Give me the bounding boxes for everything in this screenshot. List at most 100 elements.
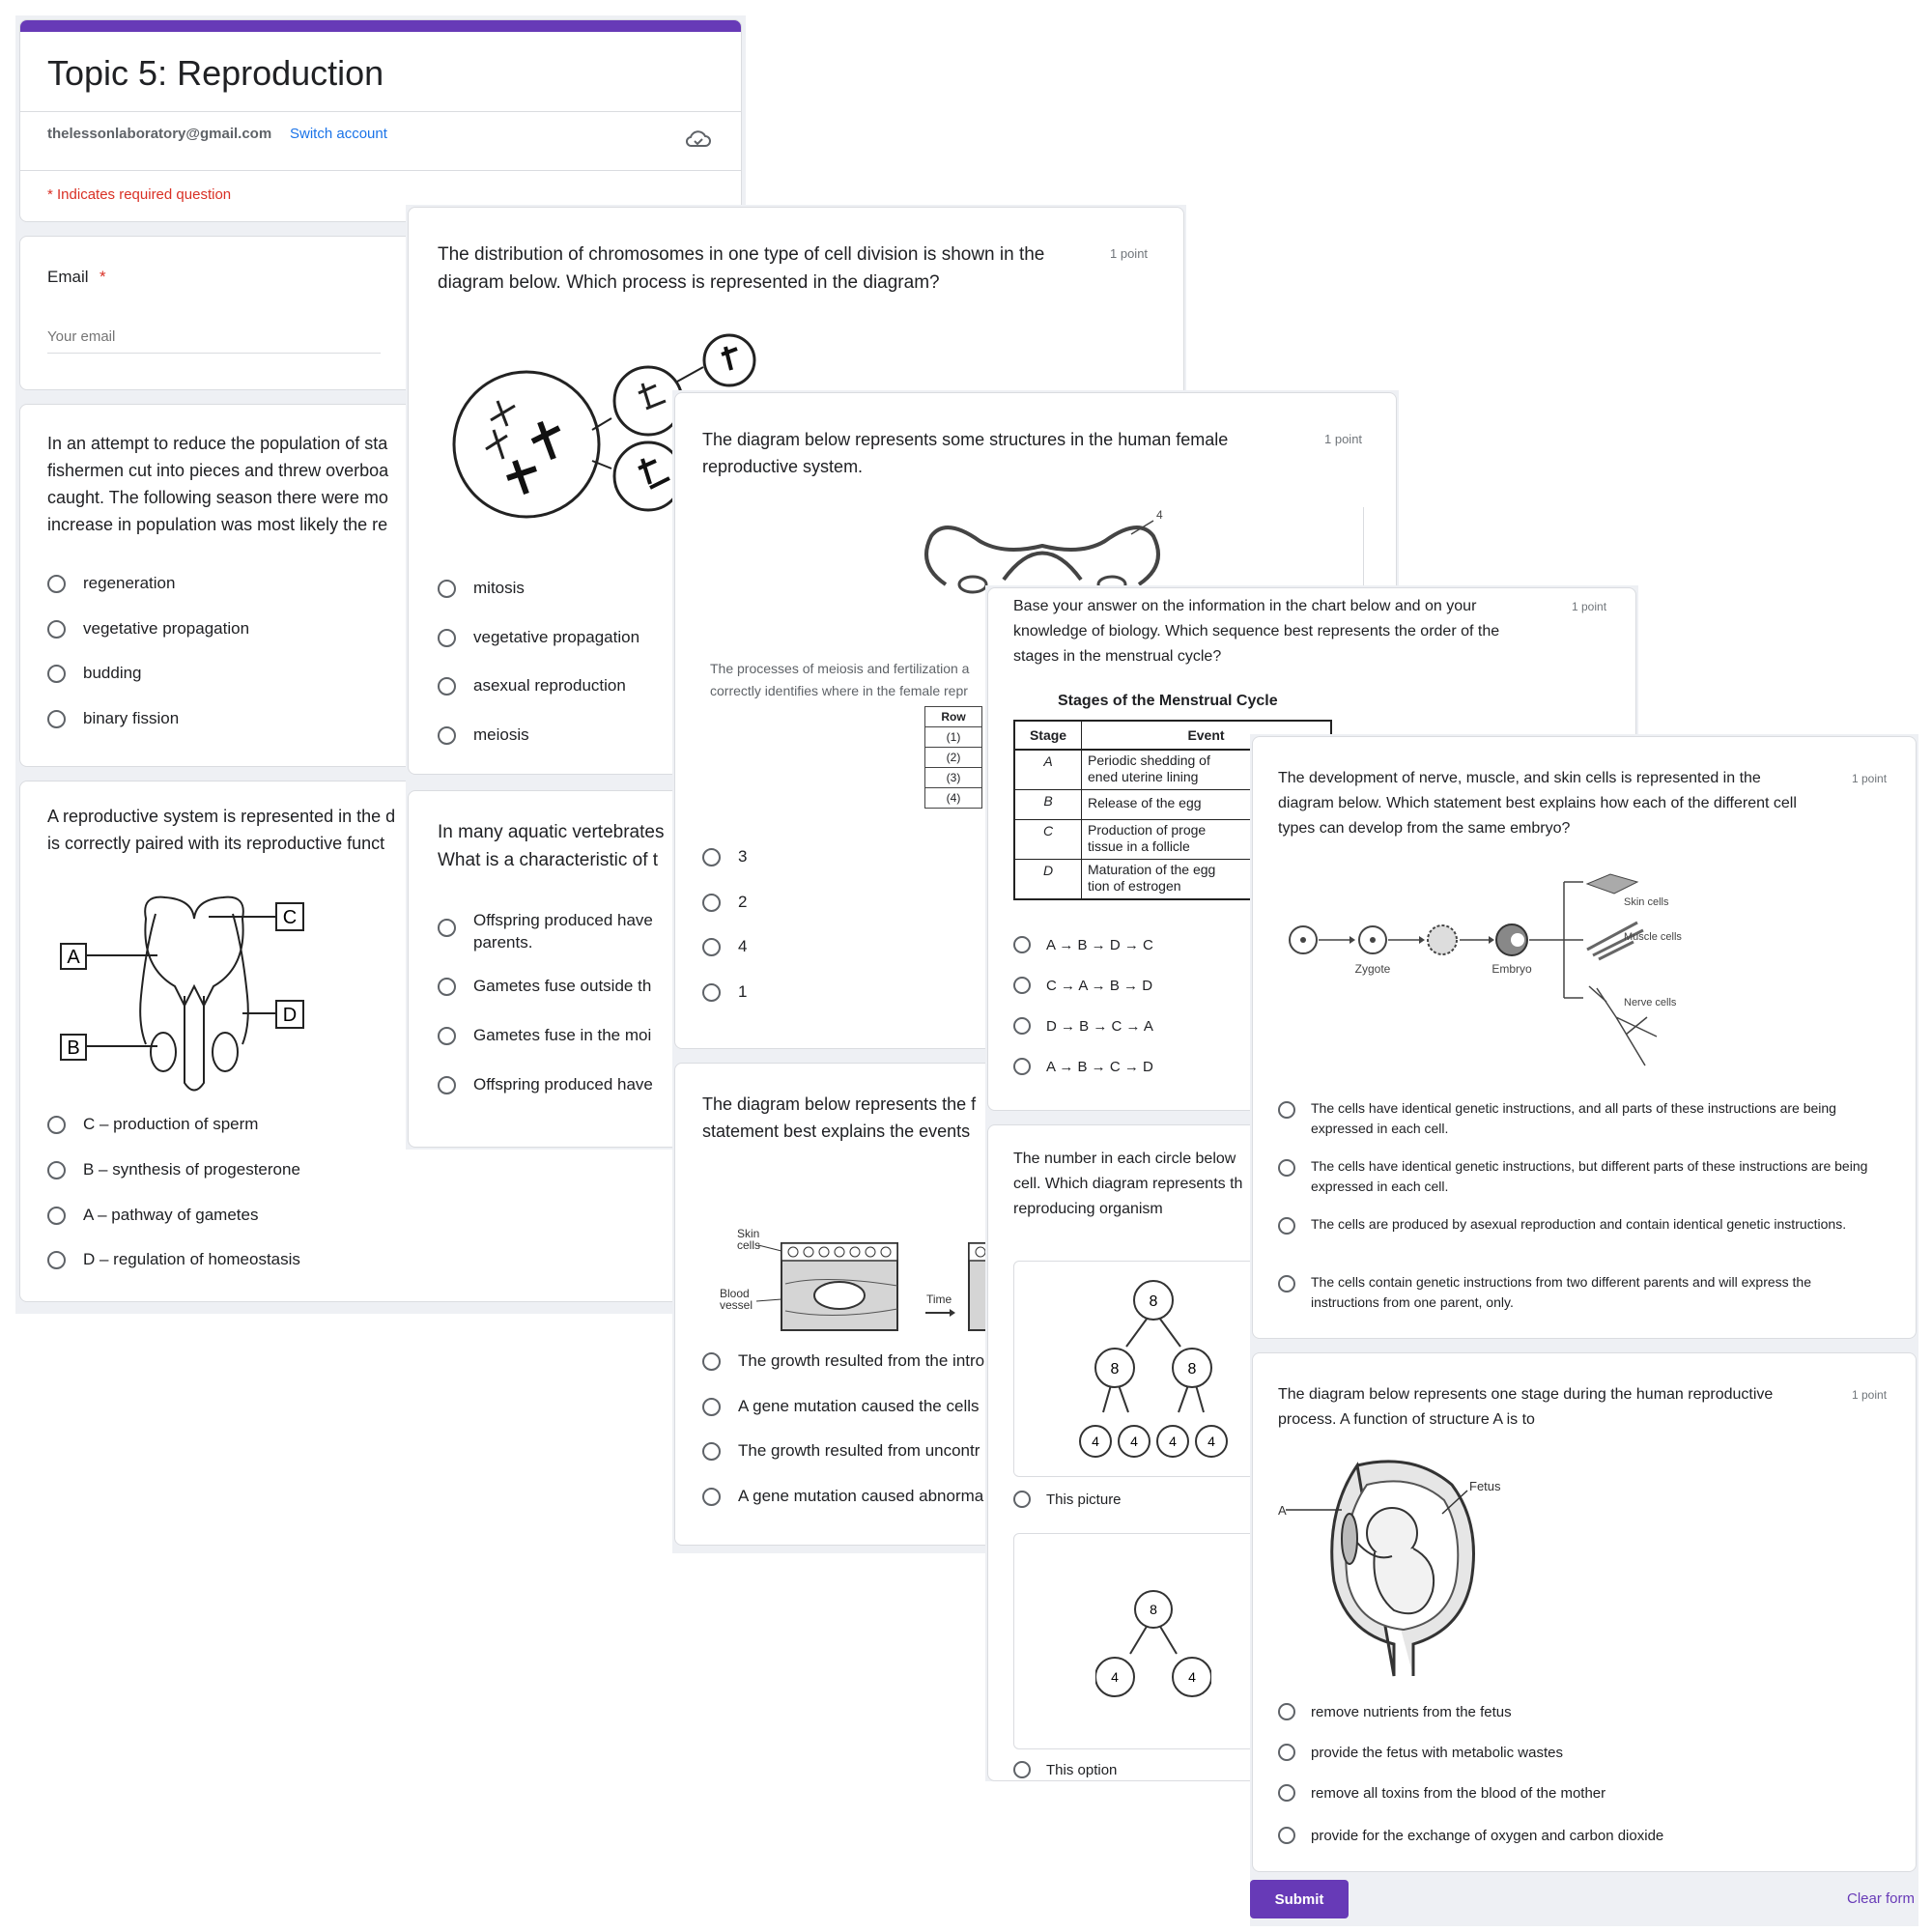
radio-button[interactable]: [47, 1206, 66, 1225]
radio-button[interactable]: [438, 1075, 456, 1094]
option-3[interactable]: 3: [702, 847, 747, 867]
option-regeneration[interactable]: regeneration: [47, 574, 175, 593]
option-budding[interactable]: budding: [47, 664, 142, 683]
radio-button[interactable]: [702, 847, 721, 867]
option-label: remove all toxins from the blood of the …: [1311, 1784, 1606, 1802]
option-label: This option: [1046, 1761, 1118, 1778]
radio-button[interactable]: [1278, 1101, 1295, 1119]
radio-button[interactable]: [1013, 1058, 1031, 1075]
option-label: remove nutrients from the fetus: [1311, 1703, 1512, 1720]
radio-button[interactable]: [1013, 936, 1031, 953]
event-cell: Production of proge tissue in a follicle: [1088, 822, 1207, 854]
option-asexual-reproduction[interactable]: asexual reproduction: [438, 676, 626, 696]
radio-button[interactable]: [47, 664, 66, 683]
label-d: D: [283, 1005, 297, 1026]
option-binary-fission[interactable]: binary fission: [47, 709, 179, 728]
option-label: Gametes fuse outside th: [473, 977, 652, 995]
tree-node: 8: [1188, 1361, 1197, 1378]
option-dbca[interactable]: D → B → C → A: [1013, 1017, 1153, 1035]
radio-button[interactable]: [438, 1026, 456, 1045]
radio-button[interactable]: [47, 1160, 66, 1179]
radio-button[interactable]: [1013, 1017, 1031, 1035]
radio-button[interactable]: [702, 1487, 721, 1506]
radio-button[interactable]: [47, 1115, 66, 1134]
option-remove-toxins[interactable]: remove all toxins from the blood of the …: [1278, 1784, 1605, 1802]
option-this-option[interactable]: This option: [1013, 1761, 1117, 1778]
email-input[interactable]: [47, 320, 381, 354]
option-gametes-fuse-moist[interactable]: Gametes fuse in the moi: [438, 1026, 651, 1045]
option-c-sperm[interactable]: C – production of sperm: [47, 1115, 258, 1134]
radio-button[interactable]: [1278, 1159, 1295, 1177]
question-text: Base your answer on the information in t…: [1013, 598, 1500, 665]
radio-button[interactable]: [1278, 1784, 1295, 1802]
radio-button[interactable]: [702, 1397, 721, 1416]
radio-button[interactable]: [1278, 1217, 1295, 1235]
radio-button[interactable]: [1278, 1827, 1295, 1844]
option-gene-mutation-abnormal[interactable]: A gene mutation caused abnorma: [702, 1487, 983, 1506]
option-remove-nutrients[interactable]: remove nutrients from the fetus: [1278, 1703, 1512, 1720]
option-meiosis[interactable]: meiosis: [438, 725, 529, 745]
radio-button[interactable]: [438, 919, 456, 937]
radio-button[interactable]: [1278, 1275, 1295, 1293]
radio-button[interactable]: [702, 937, 721, 956]
option-label: A – pathway of gametes: [83, 1206, 259, 1224]
radio-button[interactable]: [1013, 1491, 1031, 1508]
tree-node: 8: [1111, 1361, 1120, 1378]
option-gametes-fuse-outside[interactable]: Gametes fuse outside th: [438, 977, 651, 996]
radio-button[interactable]: [702, 893, 721, 912]
switch-account-link[interactable]: Switch account: [290, 126, 387, 142]
option-offspring-produced[interactable]: Offspring produced have: [438, 1075, 653, 1094]
submit-button[interactable]: Submit: [1250, 1880, 1349, 1918]
option-vegetative-propagation[interactable]: vegetative propagation: [47, 619, 249, 639]
radio-button[interactable]: [1013, 1761, 1031, 1778]
option-growth-uncontrolled[interactable]: The growth resulted from uncontr: [702, 1441, 980, 1461]
radio-button[interactable]: [438, 725, 456, 745]
col-stage: Stage: [1015, 722, 1082, 749]
option-identical-different-expressed[interactable]: The cells have identical genetic instruc…: [1278, 1156, 1877, 1197]
radio-button[interactable]: [1278, 1744, 1295, 1761]
radio-button[interactable]: [47, 574, 66, 593]
radio-button[interactable]: [438, 579, 456, 598]
option-label: B – synthesis of progesterone: [83, 1160, 300, 1179]
option-offspring-parents[interactable]: Offspring produced have parents.: [438, 909, 653, 953]
option-d-homeostasis[interactable]: D – regulation of homeostasis: [47, 1250, 300, 1269]
cloud-sync-icon[interactable]: [685, 128, 712, 151]
table-row: D Maturation of the egg tion of estrogen: [1015, 860, 1330, 898]
option-growth-intro[interactable]: The growth resulted from the intro: [702, 1351, 984, 1371]
option-identical-all-expressed[interactable]: The cells have identical genetic instruc…: [1278, 1098, 1877, 1139]
option-this-picture[interactable]: This picture: [1013, 1491, 1122, 1508]
option-mitosis[interactable]: mitosis: [438, 579, 525, 598]
radio-button[interactable]: [702, 982, 721, 1002]
option-4[interactable]: 4: [702, 937, 747, 956]
radio-button[interactable]: [438, 977, 456, 996]
option-exchange-gases[interactable]: provide for the exchange of oxygen and c…: [1278, 1827, 1663, 1844]
radio-button[interactable]: [438, 676, 456, 696]
option-b-progesterone[interactable]: B – synthesis of progesterone: [47, 1160, 300, 1179]
clear-form-link[interactable]: Clear form: [1846, 1890, 1915, 1907]
radio-button[interactable]: [1278, 1703, 1295, 1720]
option-a-gametes[interactable]: A – pathway of gametes: [47, 1206, 258, 1225]
option-two-parents[interactable]: The cells contain genetic instructions f…: [1278, 1272, 1877, 1313]
radio-button[interactable]: [47, 619, 66, 639]
male-reproductive-diagram: A B C D: [60, 895, 304, 1092]
option-abcd[interactable]: A → B → C → D: [1013, 1058, 1153, 1075]
option-provide-wastes[interactable]: provide the fetus with metabolic wastes: [1278, 1744, 1563, 1761]
option-label: Offspring produced have parents.: [473, 911, 653, 952]
option-1[interactable]: 1: [702, 982, 747, 1002]
radio-button[interactable]: [438, 628, 456, 647]
radio-button[interactable]: [702, 1441, 721, 1461]
option-asexual-identical[interactable]: The cells are produced by asexual reprod…: [1278, 1214, 1877, 1235]
option-gene-mutation-cells[interactable]: A gene mutation caused the cells: [702, 1397, 980, 1416]
account-row: thelessonlaboratory@gmail.com Switch acc…: [20, 111, 741, 171]
option-2[interactable]: 2: [702, 893, 747, 912]
option-vegetative-propagation[interactable]: vegetative propagation: [438, 628, 639, 647]
radio-button[interactable]: [47, 709, 66, 728]
radio-button[interactable]: [702, 1351, 721, 1371]
radio-button[interactable]: [1013, 977, 1031, 994]
option-abdc[interactable]: A → B → D → C: [1013, 936, 1153, 953]
option-cabd[interactable]: C → A → B → D: [1013, 977, 1152, 994]
option-label: regeneration: [83, 574, 176, 592]
stage-cell: A: [1015, 751, 1082, 789]
radio-button[interactable]: [47, 1250, 66, 1269]
question-text: The distribution of chromosomes in one t…: [438, 244, 1045, 293]
